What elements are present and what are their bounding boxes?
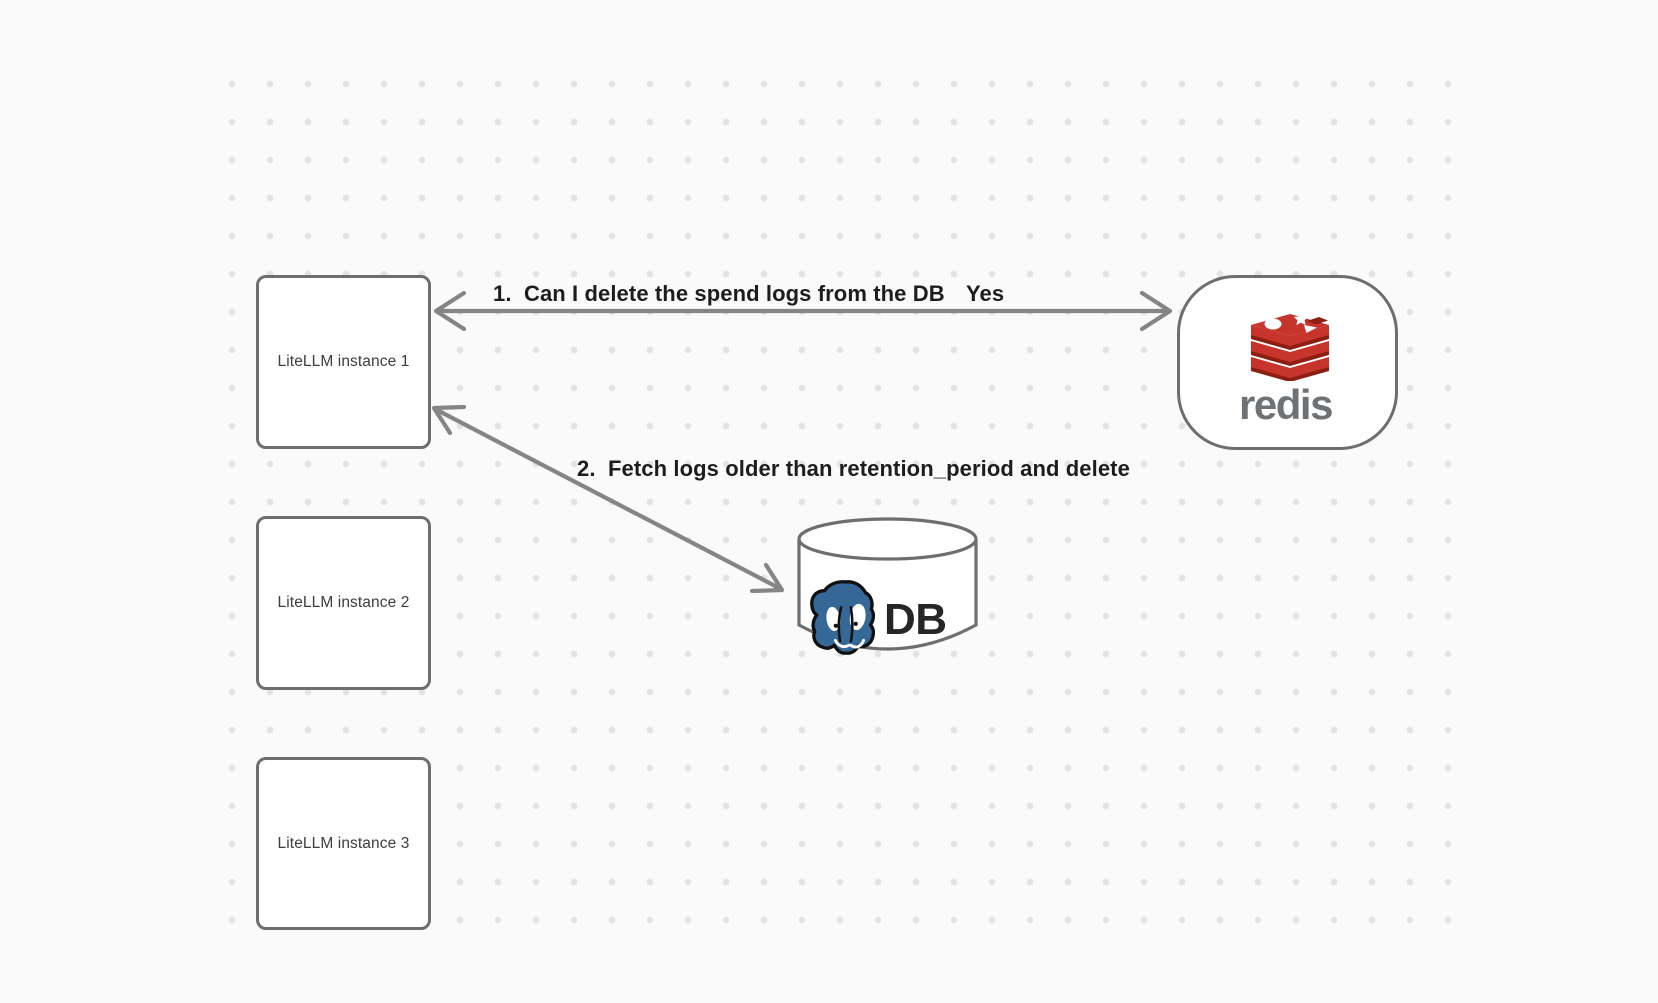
edge-label-delete-spend-logs[interactable]: 1. Can I delete the spend logs from the …	[493, 281, 945, 306]
node-litellm-instance-1[interactable]: LiteLLM instance 1	[256, 275, 431, 449]
redis-logo-icon	[1251, 312, 1329, 381]
node-database[interactable]: DB	[796, 515, 979, 655]
node-litellm-instance-1-label: LiteLLM instance 1	[277, 353, 410, 370]
edge-label-fetch-logs[interactable]: 2. Fetch logs older than retention_perio…	[577, 456, 1130, 481]
node-litellm-instance-2-label: LiteLLM instance 2	[277, 594, 410, 611]
redis-wordmark: redis	[1239, 381, 1333, 428]
node-litellm-instance-3[interactable]: LiteLLM instance 3	[256, 757, 431, 930]
node-redis[interactable]: redis	[1177, 275, 1398, 450]
node-litellm-instance-3-label: LiteLLM instance 3	[277, 834, 410, 852]
edge-label-yes[interactable]: Yes	[966, 281, 1005, 306]
database-label: DB	[884, 595, 947, 644]
node-litellm-instance-2[interactable]: LiteLLM instance 2	[256, 516, 431, 690]
postgresql-elephant-icon	[810, 580, 876, 655]
